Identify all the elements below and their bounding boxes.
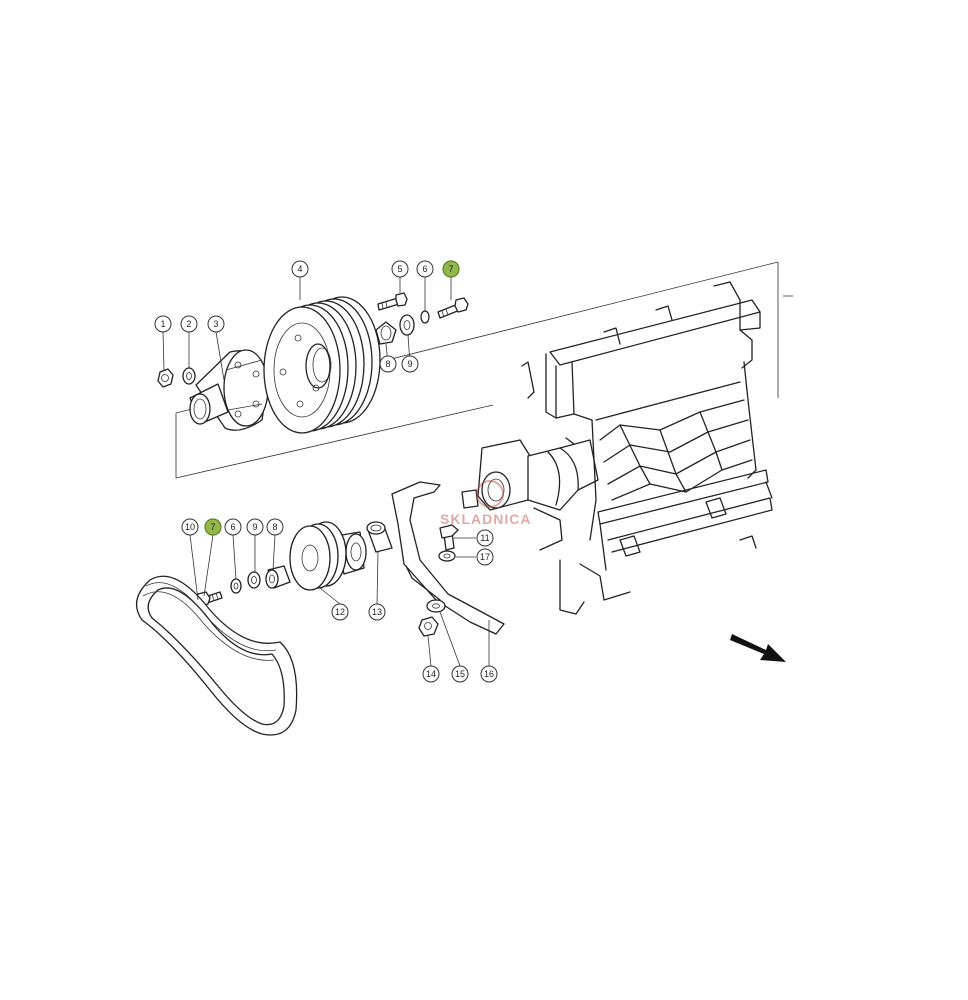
svg-text:6: 6 [422, 264, 427, 274]
nut-part-1[interactable] [157, 368, 174, 388]
callout-10: 10 [181, 518, 199, 536]
svg-text:3: 3 [213, 319, 218, 329]
callout-9-top: 9 [401, 355, 419, 373]
callout-12: 12 [331, 603, 349, 621]
svg-text:7: 7 [448, 264, 453, 274]
callout-6-top: 6 [416, 260, 434, 278]
svg-text:11: 11 [480, 533, 489, 543]
hub-part-3[interactable] [189, 349, 269, 431]
svg-text:14: 14 [426, 669, 436, 679]
bolt-part-5[interactable] [377, 292, 408, 311]
svg-text:2: 2 [186, 319, 191, 329]
direction-arrow-icon [730, 634, 786, 662]
svg-text:13: 13 [372, 607, 382, 617]
callout-2: 2 [180, 315, 198, 333]
callout-15: 15 [451, 665, 469, 683]
callout-6-bottom: 6 [224, 518, 242, 536]
callout-7-top-highlighted: 7 [442, 260, 460, 278]
svg-text:9: 9 [407, 359, 412, 369]
washer-part-6-bottom[interactable] [230, 578, 242, 594]
tensioner-arm-part-16[interactable] [391, 481, 505, 635]
spacer-part-8-bottom[interactable] [265, 565, 291, 589]
svg-text:9: 9 [252, 522, 257, 532]
bolt-part-7-top[interactable] [437, 297, 469, 319]
callout-7-bottom-highlighted: 7 [204, 518, 222, 536]
svg-text:17: 17 [480, 552, 490, 562]
callout-5: 5 [391, 260, 409, 278]
bolt-part-11[interactable] [439, 524, 459, 551]
callout-8-top: 8 [379, 355, 397, 373]
washer-part-6-top[interactable] [420, 310, 430, 324]
callout-11: 11 [476, 529, 494, 547]
pulley-part-4[interactable] [263, 296, 381, 434]
svg-text:15: 15 [455, 669, 465, 679]
washer-part-9-bottom[interactable] [247, 571, 261, 589]
callout-8-bottom: 8 [266, 518, 284, 536]
nut-part-14[interactable] [418, 616, 439, 637]
callout-1: 1 [154, 315, 172, 333]
washer-part-2[interactable] [182, 367, 196, 385]
v-belt-part-10[interactable] [135, 575, 298, 736]
svg-text:8: 8 [272, 522, 277, 532]
callout-13: 13 [368, 603, 386, 621]
callout-17: 17 [476, 548, 494, 566]
leader-lines [162, 277, 490, 667]
washer-part-9-top[interactable] [399, 314, 415, 336]
watermark-text: SKLADNICA [440, 511, 531, 527]
callout-3: 3 [207, 315, 225, 333]
washer-part-17[interactable] [438, 550, 456, 562]
callout-16: 16 [480, 665, 498, 683]
callout-14: 14 [422, 665, 440, 683]
spacer-part-8-top[interactable] [375, 321, 397, 345]
svg-text:7: 7 [210, 522, 215, 532]
bushing-part-13[interactable] [366, 521, 393, 553]
watermark: SKLADNICA [440, 480, 531, 527]
svg-text:6: 6 [230, 522, 235, 532]
svg-text:4: 4 [297, 264, 302, 274]
svg-text:10: 10 [185, 522, 195, 532]
cutter-frame-assembly [461, 281, 773, 615]
svg-text:8: 8 [385, 359, 390, 369]
washer-part-15[interactable] [426, 599, 446, 613]
svg-text:12: 12 [335, 607, 345, 617]
svg-text:16: 16 [484, 669, 494, 679]
callout-4: 4 [291, 260, 309, 278]
callout-9-bottom: 9 [246, 518, 264, 536]
svg-text:1: 1 [160, 319, 165, 329]
svg-text:5: 5 [397, 264, 402, 274]
pulley-part-12[interactable] [289, 521, 367, 591]
